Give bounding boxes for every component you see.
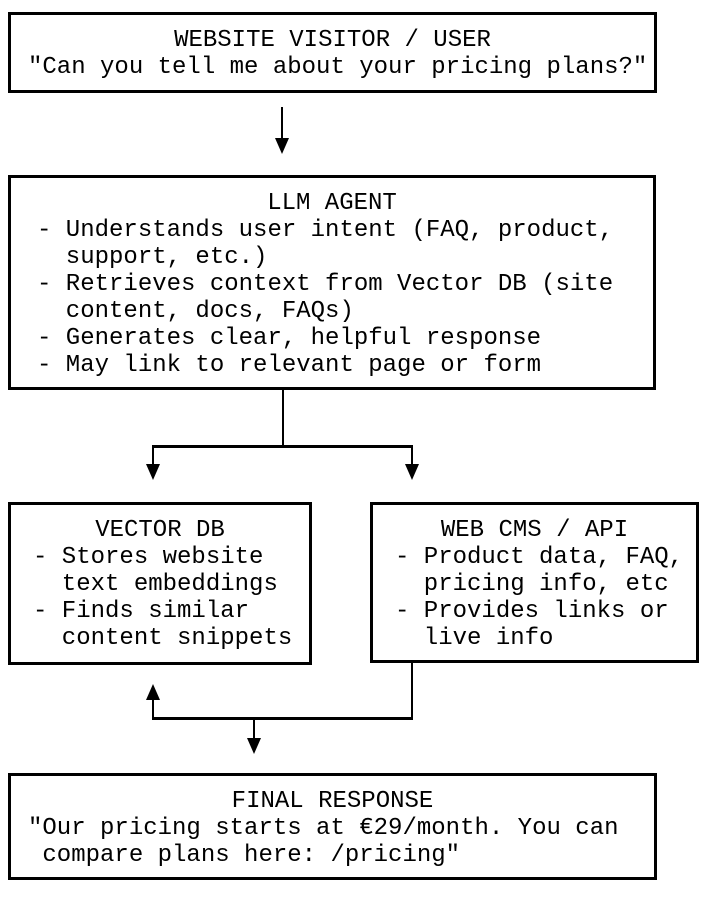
llm-to-cms-arrowhead-icon <box>405 464 419 480</box>
final-response-box: FINAL RESPONSE "Our pricing starts at €2… <box>8 773 657 880</box>
llm-agent-bullet: - Retrieves context from Vector DB (site <box>37 271 614 298</box>
web-cms-api-bullet: - Product data, FAQ, <box>395 544 684 571</box>
vector-db-bullet: - Finds similar <box>33 598 250 625</box>
llm-agent-bullet: - Understands user intent (FAQ, product, <box>37 217 614 244</box>
llm-agent-bullet: - May link to relevant page or form <box>37 352 542 379</box>
merge-to-final-arrowhead-icon <box>247 738 261 754</box>
llm-branch-right-stem <box>411 445 413 464</box>
llm-agent-bullet: content, docs, FAQs) <box>37 298 354 325</box>
final-response-quote: "Our pricing starts at €29/month. You ca… <box>28 815 619 842</box>
llm-agent-bullet: - Generates clear, helpful response <box>37 325 542 352</box>
llm-agent-bullet: support, etc.) <box>37 244 268 271</box>
vector-db-bullet: text embeddings <box>33 571 278 598</box>
vector-db-box: VECTOR DB - Stores website text embeddin… <box>8 502 312 665</box>
web-cms-api-bullet: pricing info, etc <box>395 571 669 598</box>
visitor-box-title: WEBSITE VISITOR / USER <box>174 27 491 54</box>
llm-branch-horizontal-line <box>152 445 413 448</box>
llm-branch-stem <box>282 390 284 446</box>
final-response-quote: compare plans here: /pricing" <box>28 842 461 869</box>
visitor-to-llm-arrowhead-icon <box>275 138 289 154</box>
llm-branch-left-stem <box>152 445 154 464</box>
final-response-box-title: FINAL RESPONSE <box>231 788 434 815</box>
web-cms-api-box-title: WEB CMS / API <box>440 517 629 544</box>
cms-merge-stem <box>411 663 413 720</box>
llm-agent-box: LLM AGENT - Understands user intent (FAQ… <box>8 175 656 390</box>
vector-db-box-title: VECTOR DB <box>95 517 225 544</box>
vector-db-bullet: content snippets <box>33 625 293 652</box>
merge-down-stem <box>253 720 255 738</box>
web-cms-api-bullet: - Provides links or <box>395 598 669 625</box>
visitor-to-llm-arrow-stem <box>281 107 283 138</box>
llm-agent-box-title: LLM AGENT <box>267 190 397 217</box>
merge-horizontal-line <box>152 717 413 720</box>
vector-db-bullet: - Stores website <box>33 544 264 571</box>
merge-up-stem <box>152 700 154 717</box>
llm-to-vector-arrowhead-icon <box>146 464 160 480</box>
web-cms-api-box: WEB CMS / API - Product data, FAQ, prici… <box>370 502 699 663</box>
visitor-box: WEBSITE VISITOR / USER "Can you tell me … <box>8 12 657 93</box>
cms-to-vector-arrowhead-icon <box>146 684 160 700</box>
visitor-box-quote: "Can you tell me about your pricing plan… <box>28 54 648 81</box>
web-cms-api-bullet: live info <box>395 625 554 652</box>
